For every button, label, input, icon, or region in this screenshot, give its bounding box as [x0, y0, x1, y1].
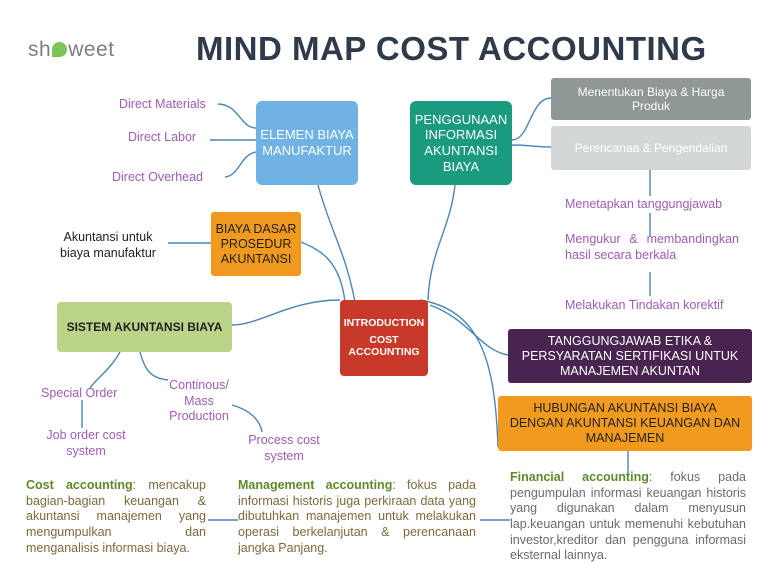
direct-materials-label: Direct Materials: [119, 97, 206, 111]
akuntansi-manufaktur-label: Akuntansi untuk biaya manufaktur: [60, 230, 156, 260]
sistem-akuntansi-node[interactable]: SISTEM AKUNTANSI BIAYA: [57, 302, 232, 352]
management-accounting-text: : fokus pada informasi historis juga per…: [238, 478, 476, 555]
page-title: MIND MAP COST ACCOUNTING: [196, 30, 707, 67]
menentukan-biaya-box[interactable]: Menentukan Biaya & Harga Produk: [551, 78, 751, 120]
center-line-2: COST: [369, 333, 399, 346]
job-order-label: Job order cost system: [46, 428, 126, 458]
management-accounting-term: Management accounting: [238, 478, 393, 492]
cost-accounting-term: Cost accounting: [26, 478, 133, 492]
penggunaan-label: PENGGUNAAN INFORMASI AKUNTANSI BIAYA: [414, 111, 508, 174]
menetapkan-label: Menetapkan tanggungjawab: [565, 197, 723, 211]
menentukan-biaya-label: Menentukan Biaya & Harga Produk: [577, 84, 725, 113]
biaya-dasar-label: BIAYA DASAR PROSEDUR AKUNTANSI: [215, 221, 297, 266]
continous-label: Continous/ Mass Production: [169, 378, 229, 424]
center-node[interactable]: INTRODUCTION COST ACCOUNTING: [340, 300, 428, 376]
cost-accounting-text: : mencakup bagian-bagian keuangan & akun…: [26, 478, 207, 555]
management-accounting-definition: Management accounting: fokus pada inform…: [238, 478, 476, 556]
etika-node[interactable]: TANGGUNGJAWAB ETIKA & PERSYARATAN SERTIF…: [508, 329, 752, 383]
logo-text-start: sh: [28, 38, 52, 61]
elemen-biaya-label: ELEMEN BIAYA MANUFAKTUR: [260, 127, 354, 158]
etika-label: TANGGUNGJAWAB ETIKA & PERSYARATAN SERTIF…: [521, 333, 739, 378]
process-cost-label: Process cost system: [248, 433, 320, 463]
financial-accounting-definition: Financial accounting: fokus pada pengump…: [510, 470, 746, 564]
hubungan-label: HUBUNGAN AKUNTANSI BIAYA DENGAN AKUNTANS…: [509, 401, 741, 445]
penggunaan-node[interactable]: PENGGUNAAN INFORMASI AKUNTANSI BIAYA: [410, 101, 512, 185]
center-line-3: ACCOUNTING: [348, 346, 420, 359]
logo-text-end: weet: [68, 38, 115, 61]
mengukur-label: Mengukur & membandingkan hasil secara be…: [565, 232, 739, 262]
perencanaan-box[interactable]: Perencanaa & Pengendalian: [551, 126, 751, 170]
leaf-icon: [52, 42, 68, 57]
special-order-label: Special Order: [41, 386, 118, 400]
direct-overhead-label: Direct Overhead: [112, 170, 204, 184]
perencanaan-label: Perencanaa & Pengendalian: [574, 140, 728, 155]
cost-accounting-definition: Cost accounting: mencakup bagian-bagian …: [26, 478, 206, 556]
biaya-dasar-node[interactable]: BIAYA DASAR PROSEDUR AKUNTANSI: [211, 212, 301, 276]
sistem-akuntansi-label: SISTEM AKUNTANSI BIAYA: [66, 319, 223, 334]
hubungan-node[interactable]: HUBUNGAN AKUNTANSI BIAYA DENGAN AKUNTANS…: [498, 396, 752, 451]
center-line-1: INTRODUCTION: [343, 317, 425, 330]
melakukan-label: Melakukan Tindakan korektif: [565, 298, 724, 312]
financial-accounting-text: : fokus pada pengumpulan informasi keuan…: [510, 470, 746, 563]
financial-accounting-term: Financial accounting: [510, 470, 649, 484]
elemen-biaya-node[interactable]: ELEMEN BIAYA MANUFAKTUR: [256, 101, 358, 185]
direct-labor-label: Direct Labor: [128, 130, 197, 144]
